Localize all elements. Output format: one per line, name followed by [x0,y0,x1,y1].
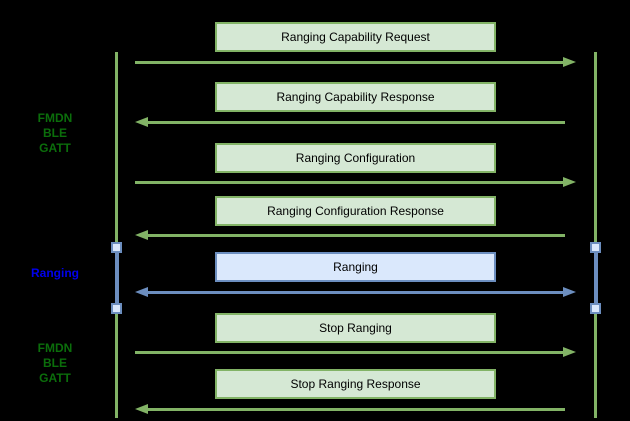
message-box: Stop Ranging [215,313,496,343]
arrow-shaft [147,120,565,124]
phase-label-line: Ranging [31,266,79,280]
activation-marker [111,242,122,253]
message-arrow-bidirectional [135,287,576,297]
phase-label-line: GATT [39,141,71,155]
message-arrow-right [135,177,576,187]
message-box: Ranging [215,252,496,282]
activation-marker [111,303,122,314]
phase-label-fmdn-ble-gatt-top: FMDN BLE GATT [15,111,95,156]
ranging-activation-segment-right [594,253,598,303]
phase-label-line: GATT [39,371,71,385]
message-box: Stop Ranging Response [215,369,496,399]
arrow-shaft [147,290,564,294]
arrowhead-left-icon [135,230,148,240]
arrowhead-left-icon [135,404,148,414]
message-arrow-right [135,347,576,357]
right-lifeline [594,52,597,418]
arrowhead-left-icon [135,287,148,297]
arrowhead-left-icon [135,117,148,127]
message-arrow-left [135,230,576,240]
message-box: Ranging Capability Response [215,82,496,112]
message-arrow-left [135,117,576,127]
phase-label-ranging: Ranging [15,266,95,281]
activation-marker [590,242,601,253]
message-box: Ranging Configuration Response [215,196,496,226]
phase-label-line: FMDN [37,111,73,125]
arrowhead-right-icon [563,177,576,187]
message-arrow-left [135,404,576,414]
phase-label-line: FMDN [37,341,73,355]
left-lifeline [115,52,118,418]
ranging-activation-segment-left [115,253,119,303]
arrow-shaft [147,407,565,411]
arrow-shaft [135,350,564,354]
message-box: Ranging Configuration [215,143,496,173]
arrow-shaft [135,180,564,184]
arrowhead-right-icon [563,57,576,67]
message-box: Ranging Capability Request [215,22,496,52]
phase-label-fmdn-ble-gatt-bottom: FMDN BLE GATT [15,341,95,386]
arrowhead-right-icon [563,287,576,297]
arrowhead-right-icon [563,347,576,357]
message-arrow-right [135,57,576,67]
activation-marker [590,303,601,314]
arrow-shaft [135,60,564,64]
arrow-shaft [147,233,565,237]
phase-label-line: BLE [43,356,67,370]
phase-label-line: BLE [43,126,67,140]
